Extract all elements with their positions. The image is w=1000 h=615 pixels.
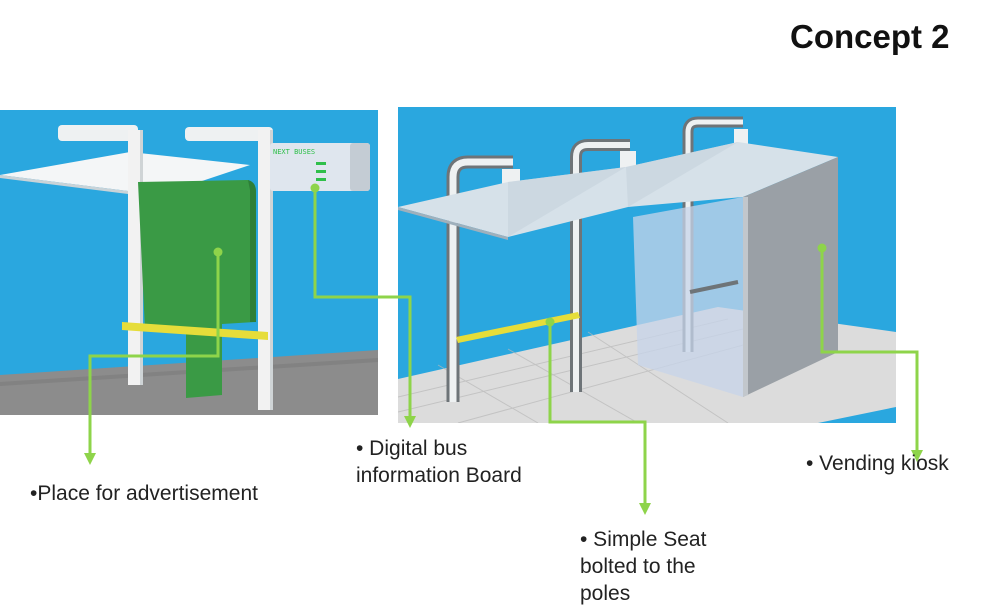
seat-arrowhead [639,503,651,515]
pole-back [685,119,743,352]
callout-advertisement: •Place for advertisement [30,480,258,507]
callout-kiosk-text: • Vending kiosk [806,452,949,475]
shelter-perspective-render [398,107,896,423]
pole-right [258,130,272,410]
callout-info-board-line2: information Board [356,464,522,487]
kiosk-arrowhead [911,450,923,462]
advertisement-leader-line [88,252,220,455]
vending-kiosk [743,157,838,397]
advertisement-arrowhead [84,453,96,465]
callout-info-board-line1: • Digital bus [356,437,468,460]
pole-middle [573,142,630,392]
board-heading-text: NEXT BUSES [273,148,315,156]
callout-seat-line2: bolted to the [580,555,696,578]
seat-bar [122,322,268,340]
kiosk-leader-line [820,248,919,452]
top-rail-right [185,127,273,141]
slide-title: Concept 2 [790,18,950,55]
seat-anchor-dot [545,317,555,327]
callout-kiosk: • Vending kiosk [806,450,949,477]
top-rail-left [58,125,138,141]
pole-left [128,130,142,385]
glass-panel [633,197,743,397]
callout-seat-line3: poles [580,582,631,605]
advertisement-anchor-dot [213,247,223,257]
callout-seat-line1: • Simple Seat [580,528,707,551]
advertisement-panel [138,180,256,398]
callout-info-board: • Digital bus information Board [356,435,522,489]
callout-seat: • Simple Seat bolted to the poles [580,526,706,607]
info-board-anchor-dot [310,183,320,193]
seat-leader-line [548,322,647,505]
kiosk-anchor-dot [817,243,827,253]
callout-advertisement-text: •Place for advertisement [30,482,258,505]
info-board-arrowhead [404,416,416,428]
pole-front [449,158,513,402]
digital-info-board [270,143,370,191]
info-board-leader-line [313,188,412,418]
